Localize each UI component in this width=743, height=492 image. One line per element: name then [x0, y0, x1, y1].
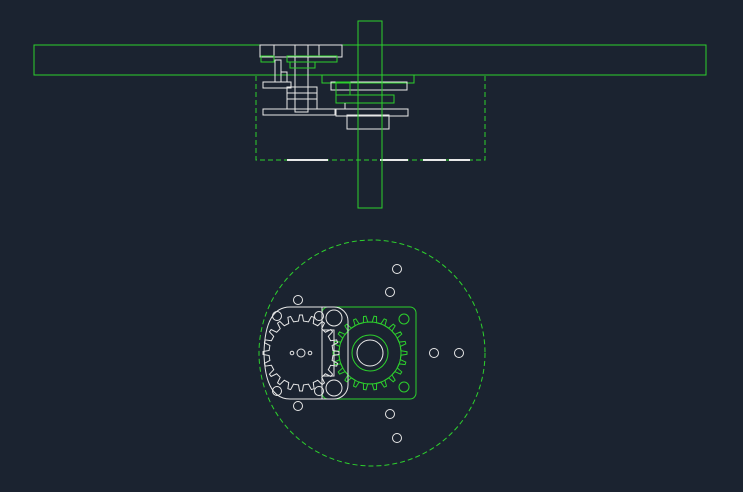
upper-bracket-green[interactable]: [260, 55, 338, 69]
output-shaft[interactable]: [357, 20, 383, 209]
base-circle-dashed[interactable]: [258, 239, 486, 467]
motor-plate-holes[interactable]: [398, 313, 410, 393]
pinion-spur-gear[interactable]: [262, 314, 340, 392]
pinion-stack[interactable]: [262, 59, 336, 116]
gear-shaft-bore[interactable]: [356, 339, 384, 367]
side-section-view[interactable]: [33, 20, 707, 209]
housing-outline-dashed[interactable]: [255, 76, 486, 161]
plan-view[interactable]: [258, 239, 486, 467]
pinion-bore[interactable]: [289, 348, 313, 358]
main-gear-stack[interactable]: [321, 74, 415, 130]
gear-hub[interactable]: [351, 334, 389, 372]
bracket-slot[interactable]: [321, 329, 335, 377]
mounting-holes[interactable]: [272, 264, 464, 443]
large-spur-gear[interactable]: [332, 315, 408, 391]
bracket-bosses[interactable]: [325, 309, 343, 397]
upper-bracket[interactable]: [259, 44, 343, 113]
pinion-bracket[interactable]: [263, 306, 349, 400]
